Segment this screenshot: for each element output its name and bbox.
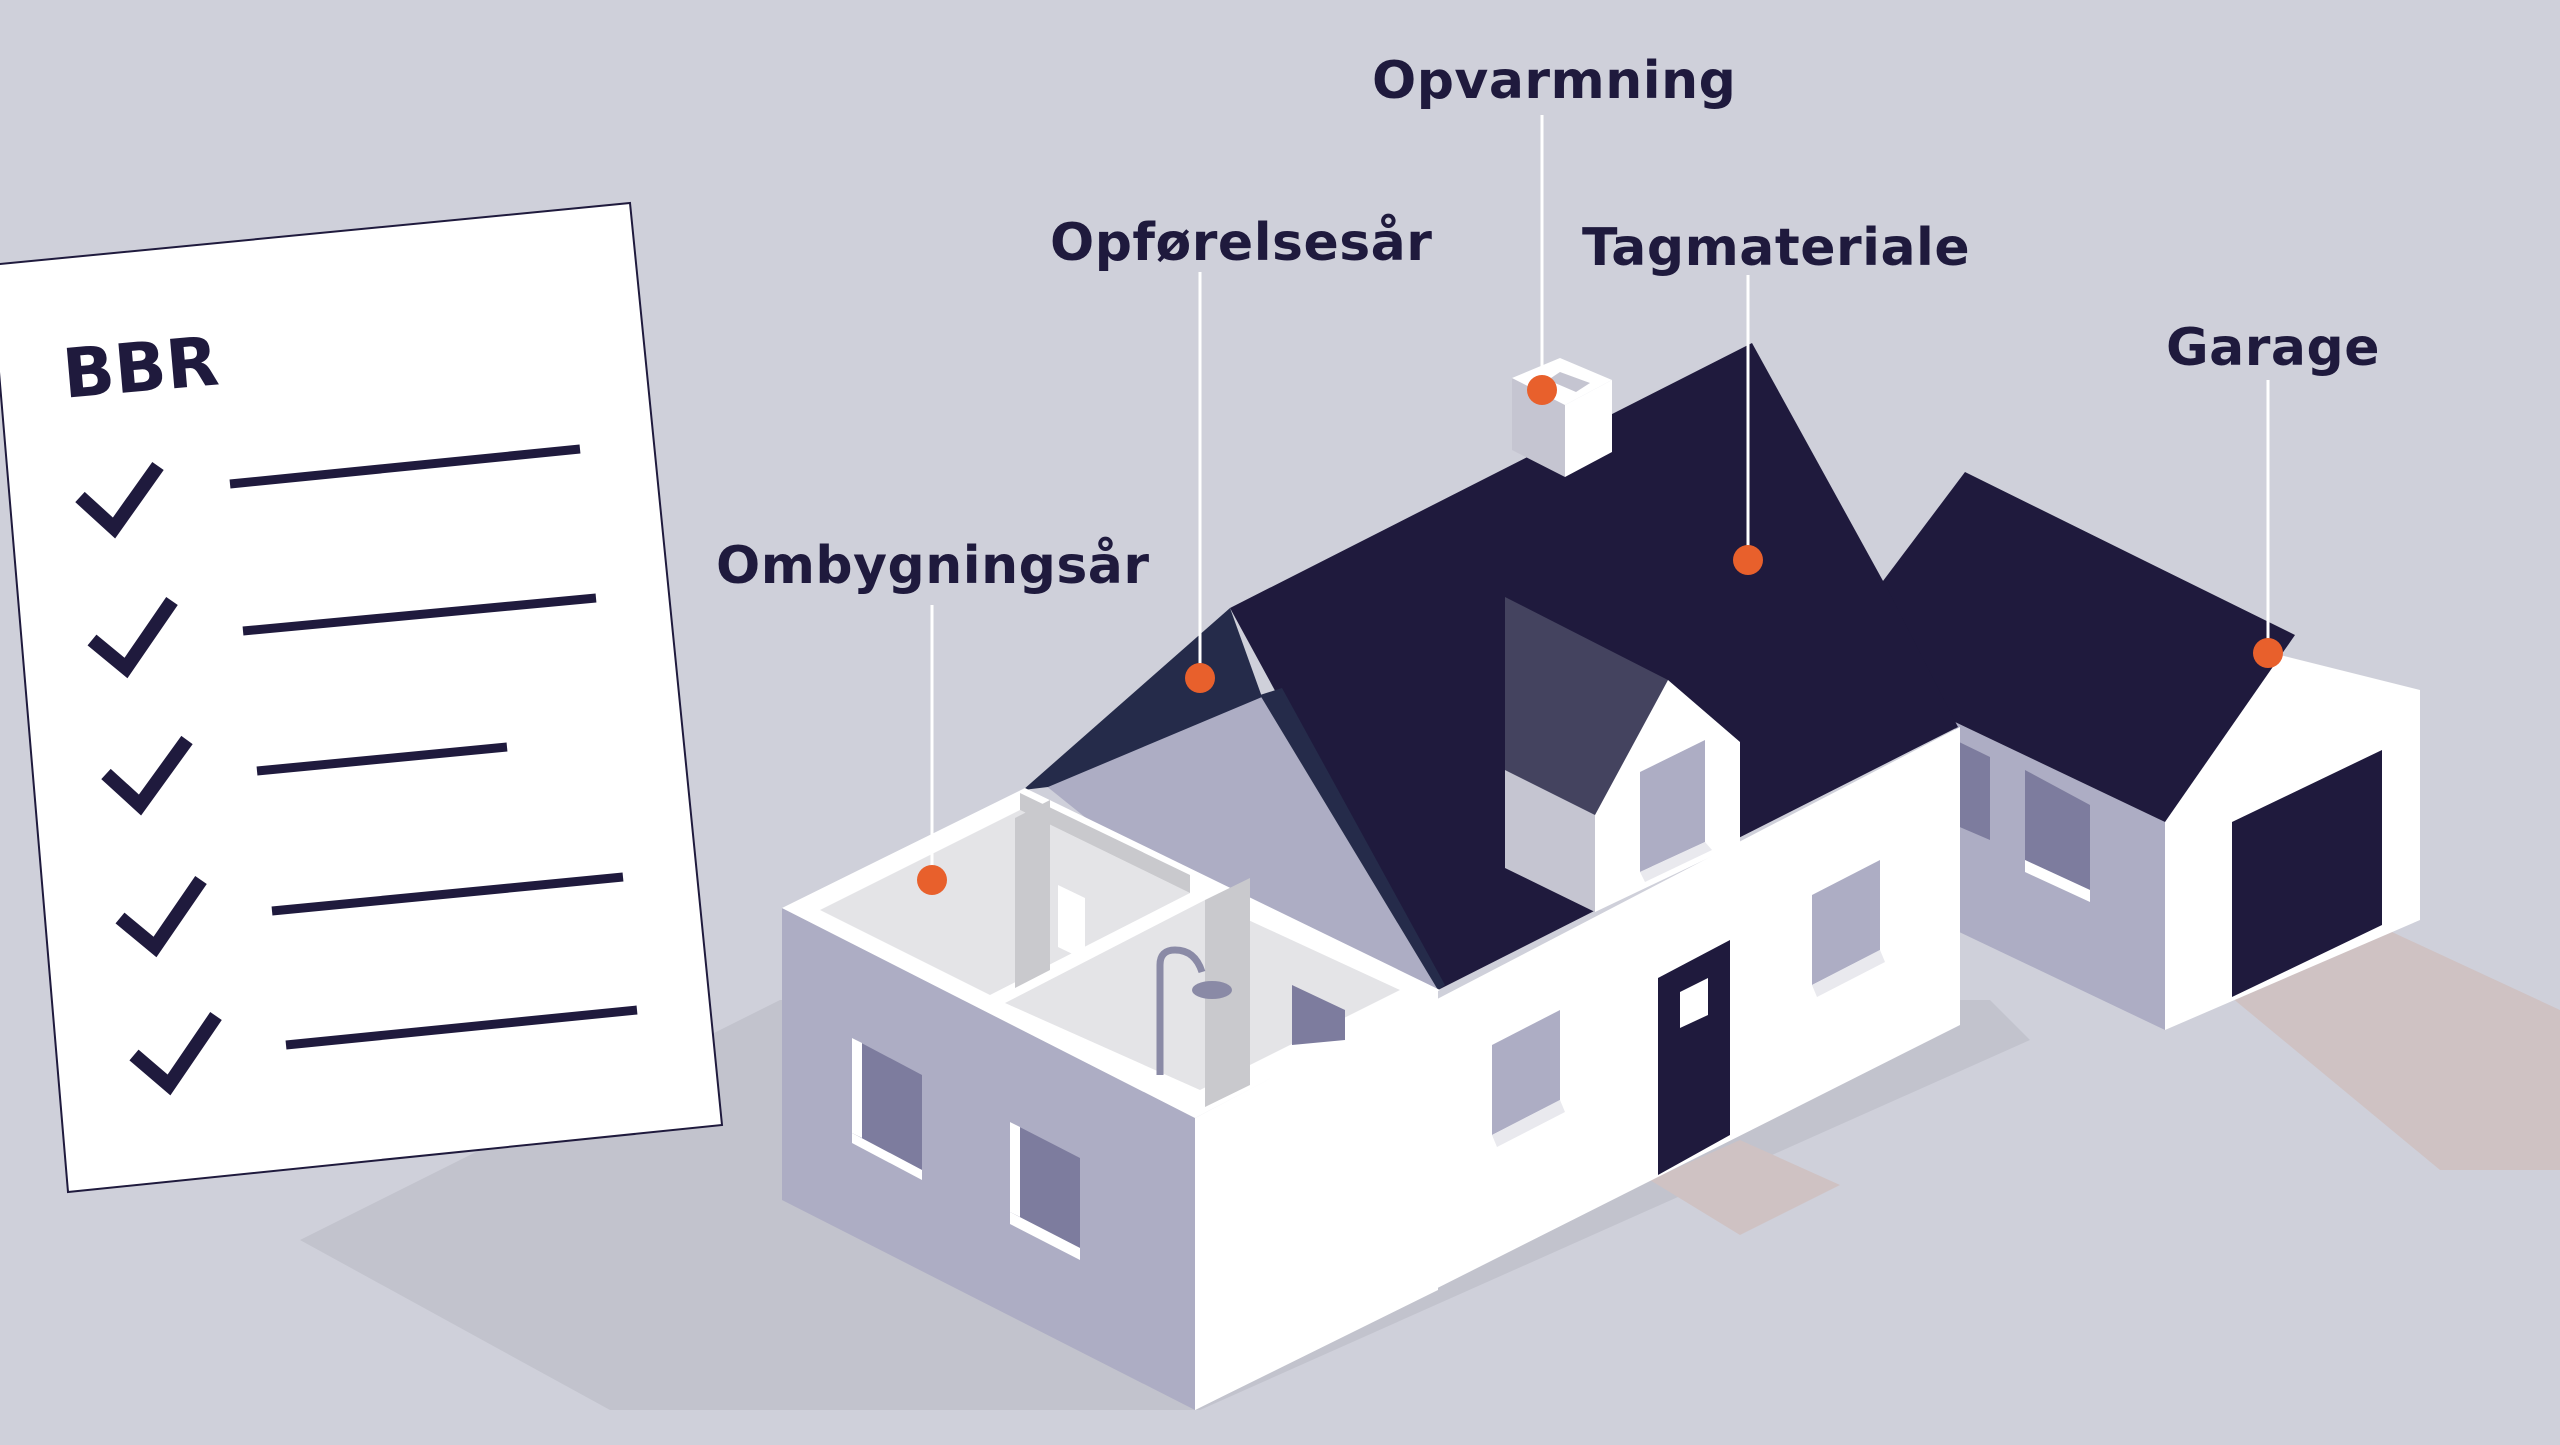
marker-opvarmning [1527,375,1557,405]
checklist-line [256,742,508,776]
callout-opvarmning: Opvarmning [1372,51,1737,111]
document-title: BBR [59,322,222,415]
chimney-left [1512,378,1565,477]
dormer-window-frame [1640,842,1712,882]
checklist-line [229,444,581,489]
leader-lines [930,115,2270,880]
garage-gable [2165,652,2420,822]
room-wall-left-inner [1020,793,1190,893]
room-window-inner [1292,985,1345,1045]
callout-ombygningsaar: Ombygningsår [716,536,1150,596]
front-window-3 [1812,860,1880,985]
extension-front-wall [1195,990,1438,1410]
extension-window-1-edge [852,1038,862,1138]
callout-garage: Garage [2166,318,2380,378]
front-window-2-sill [1492,1100,1565,1147]
door-step-shadow [1650,1140,1840,1235]
dormer-roof-shade [1505,597,1668,815]
check-icon [129,1012,222,1096]
room-doorway [1058,885,1085,960]
checklist-line [271,872,624,916]
garage-roof [1880,472,2295,822]
chimney-opening [1548,372,1590,392]
chimney-right [1565,380,1612,477]
bbr-checklist [75,444,638,1096]
shower-fixture [1156,946,1206,1075]
markers [917,375,2283,895]
extension-window-1-frame [852,1133,922,1180]
garage-window [2025,770,2090,890]
check-icon [101,735,193,816]
front-window-3-sill [1812,950,1885,997]
check-icon [75,461,164,539]
check-icon [115,876,207,958]
room-divider-wall [1015,800,1050,988]
marker-opforelsesaar [1185,663,1215,693]
front-door-window [1680,978,1708,1028]
marker-ombygningsaar [917,865,947,895]
garage-window-2 [1955,740,1990,840]
room-floor-left [820,810,1190,995]
checklist-line [242,593,597,636]
check-icon [87,597,178,679]
callout-opforelsesaar: Opførelsesår [1050,213,1433,273]
dormer-window [1640,740,1705,872]
checklist-line [285,1005,638,1050]
main-roof-edge-shadow [1260,688,1445,990]
front-door [1658,940,1730,1175]
extension-window-2 [1010,1122,1080,1248]
extension-window-2-frame [1010,1212,1080,1260]
main-roof-edge [1023,608,1262,790]
extension-side-wall [782,908,1195,1410]
main-gable-wall [1045,695,1438,990]
garage-door [2232,750,2382,997]
extension-window-1 [852,1038,922,1170]
marker-garage [2253,638,2283,668]
extension-window-2-edge [1010,1122,1020,1217]
front-window-2 [1492,1010,1560,1135]
marker-tagmateriale [1733,545,1763,575]
dormer-cheek [1505,770,1595,912]
shower-head [1192,981,1232,999]
garage-window-frame [2025,860,2090,902]
callout-tagmateriale: Tagmateriale [1582,218,1971,278]
